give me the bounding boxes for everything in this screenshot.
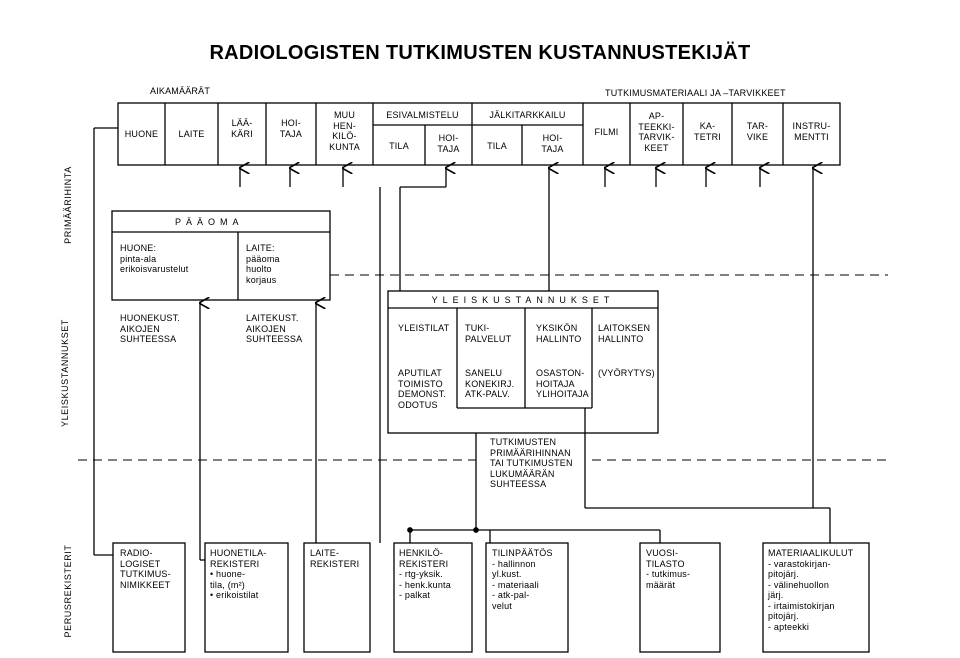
register-laite: LAITE- REKISTERI: [310, 548, 360, 569]
yleis-vyorytys: (VYÖRYTYS): [598, 368, 655, 378]
cell-jalkitarkkailu-hoitaja: HOI- TAJA: [541, 133, 564, 154]
cell-esivalmistelu-tila: TILA: [389, 141, 409, 151]
register-frame-tilinpaatos: [485, 542, 569, 653]
cell-huone: HUONE: [124, 129, 159, 139]
yleis-osastonhoitaja: OSASTON- HOITAJA YLIHOITAJA: [536, 368, 589, 399]
cell-muu-henkilokunta: MUU HEN- KILÖ- KUNTA: [329, 110, 360, 152]
register-materiaalikulut: MATERIAALIKULUT - varastokirjan- pitojär…: [768, 548, 854, 632]
cell-hoitaja: HOI- TAJA: [279, 118, 303, 139]
cell-esivalmistelu-hoitaja: HOI- TAJA: [437, 133, 460, 154]
register-frame-huonetila: [204, 542, 289, 653]
paaoma-laite: LAITE: pääoma huolto korjaus: [246, 243, 280, 285]
laitekust-note: LAITEKUST. AIKOJEN SUHTEESSA: [246, 313, 303, 344]
register-huonetila: HUONETILA- REKISTERI • huone- tila, (m²)…: [210, 548, 267, 600]
side-label-registers: PERUSREKISTERIT: [63, 544, 73, 638]
cell-laite: LAITE: [178, 129, 205, 139]
cell-apteekkitarvikkeet: AP- TEEKKI- TARVIK- KEET: [638, 111, 675, 153]
yleis-yksikon-hallinto: YKSIKÖN HALLINTO: [536, 323, 582, 344]
cell-filmi: FILMI: [594, 127, 619, 137]
yleis-yleistilat: YLEISTILAT: [398, 323, 450, 333]
register-vuositilasto: VUOSI- TILASTO - tutkimus- määrät: [646, 548, 691, 590]
yleis-title: YLEISKUSTANNUKSET: [431, 295, 615, 305]
cell-instrumentti: INSTRU- MENTTI: [792, 121, 831, 142]
yleis-sanelu: SANELU KONEKIRJ. ATK-PALV.: [465, 368, 515, 399]
register-frame-henkilo: [393, 542, 473, 653]
register-henkilo: HENKILÖ- REKISTERI - rtg-yksik. - henk.k…: [399, 548, 451, 600]
yleis-tukipalvelut: TUKI- PALVELUT: [465, 323, 512, 344]
side-label-general: YLEISKUSTANNUKSET: [60, 318, 70, 428]
paaoma-title: PÄÄOMA: [175, 217, 244, 227]
page-title: RADIOLOGISTEN TUTKIMUSTEN KUSTANNUSTEKIJ…: [209, 42, 751, 64]
cell-laakari: LÄÄ- KÄRI: [231, 118, 253, 139]
paaoma-frame: [111, 210, 331, 301]
cell-jalkitarkkailu-header: JÄLKITARKKAILU: [489, 110, 566, 120]
cell-esivalmistelu-header: ESIVALMISTELU: [386, 110, 459, 120]
tutkimusten-note: TUTKIMUSTEN PRIMÄÄRIHINNAN TAI TUTKIMUST…: [490, 437, 573, 489]
register-radiologiset: RADIO- LOGISET TUTKIMUS- NIMIKKEET: [120, 548, 171, 590]
yleis-aputilat: APUTILAT TOIMISTO DEMONST. ODOTUS: [398, 368, 447, 410]
header-materiaali: TUTKIMUSMATERIAALI JA –TARVIKKEET: [605, 88, 786, 98]
register-tilinpaatos: TILINPÄÄTÖS - hallinnon yl.kust. - mater…: [492, 548, 553, 611]
cell-jalkitarkkailu-tila: TILA: [487, 141, 507, 151]
huonekust-note: HUONEKUST. AIKOJEN SUHTEESSA: [120, 313, 181, 344]
top-row-frame: [117, 102, 841, 166]
register-frame-laite: [303, 542, 371, 653]
cell-tarvike: TAR- VIKE: [746, 121, 769, 142]
register-frame-materiaali: [762, 542, 870, 653]
paaoma-huone: HUONE: pinta-ala erikoisvarustelut: [120, 243, 189, 274]
cell-katetri: KA- TETRI: [694, 121, 721, 142]
yleis-laitoksen-hallinto: LAITOKSEN HALLINTO: [598, 323, 651, 344]
header-aikamaarat: AIKAMÄÄRÄT: [150, 86, 211, 96]
yleis-frame: [387, 290, 659, 434]
register-frame-radio: [112, 542, 186, 653]
register-frame-vuositilasto: [639, 542, 721, 653]
side-label-primary: PRIMÄÄRIHINTA: [63, 166, 73, 244]
